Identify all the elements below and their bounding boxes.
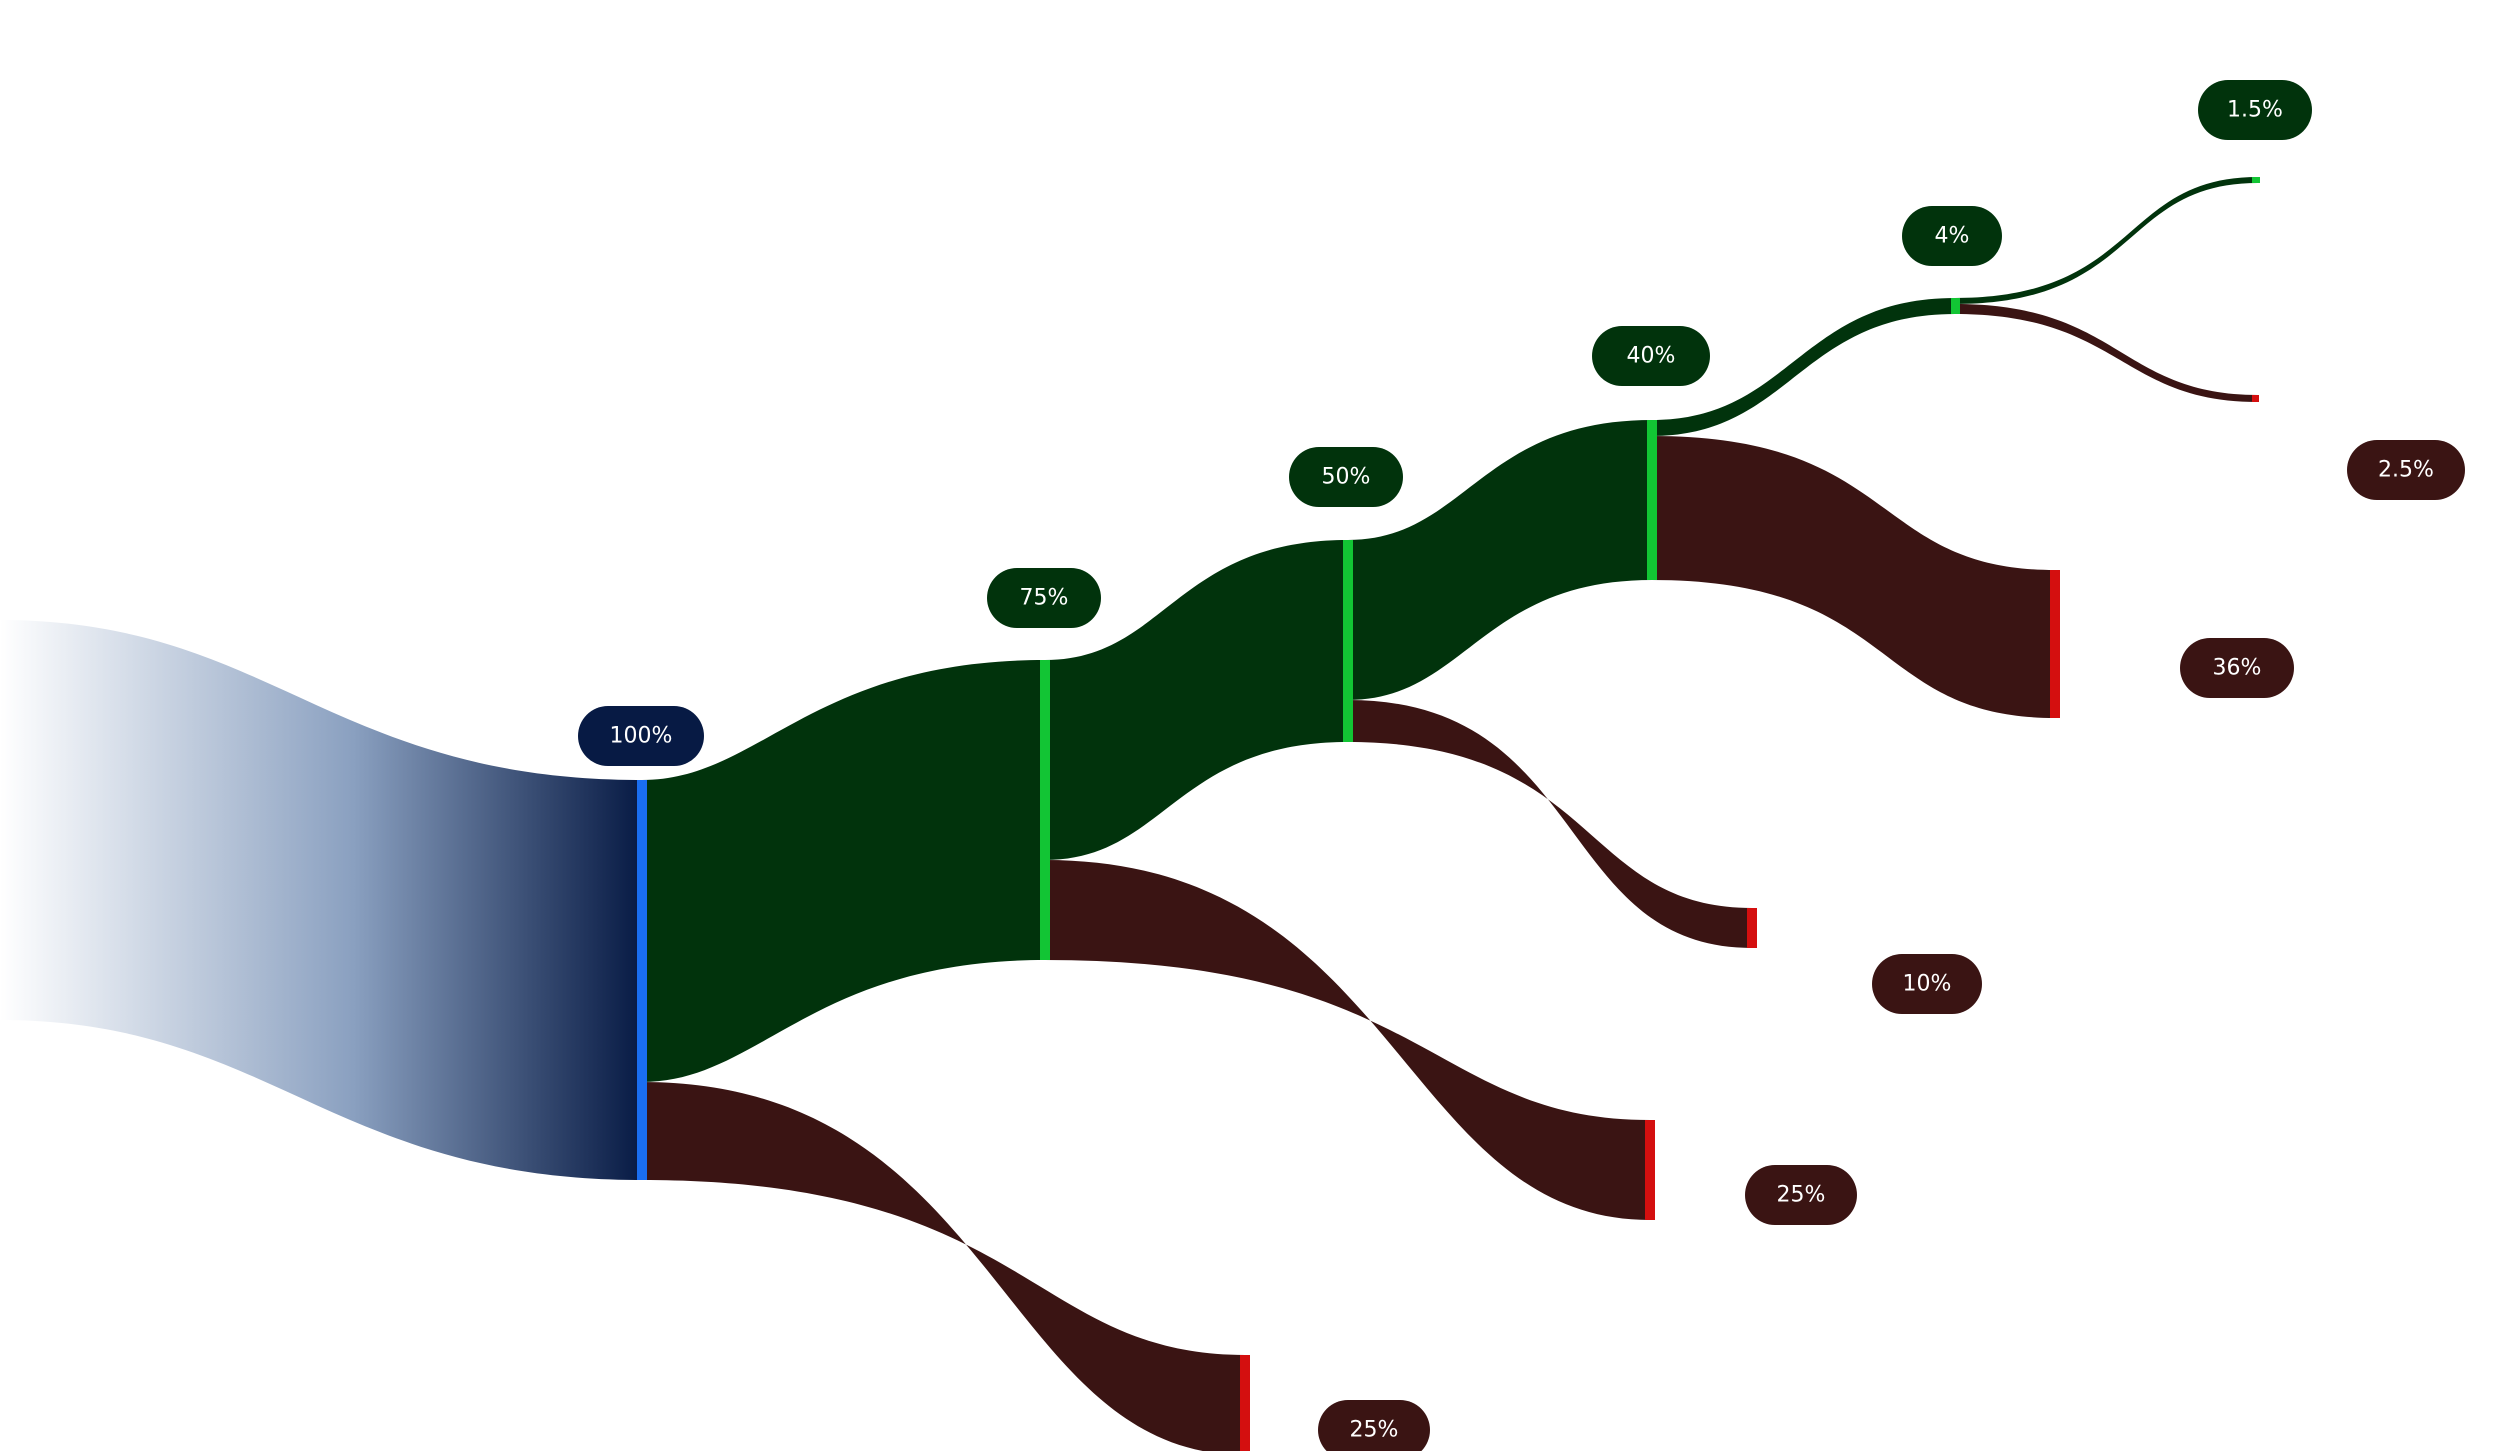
label-pill-50: 50% <box>1289 447 1403 507</box>
svg-text:10%: 10% <box>1903 972 1952 997</box>
pass-band-75-to-50 <box>1045 540 1348 860</box>
label-pill-4: 4% <box>1902 206 2002 266</box>
label-pill-1-5: 1.5% <box>2198 80 2312 140</box>
svg-text:36%: 36% <box>2213 656 2262 681</box>
node-bar-50 <box>1343 540 1353 742</box>
svg-text:1.5%: 1.5% <box>2227 98 2283 123</box>
svg-text:25%: 25% <box>1777 1183 1826 1208</box>
end-bar-drop-10 <box>1747 908 1757 948</box>
source-band <box>0 620 642 1180</box>
label-pill-drop-25b: 25% <box>1745 1165 1857 1225</box>
drop-band-75-to-25 <box>1045 860 1650 1220</box>
label-pill-drop-25a: 25% <box>1318 1400 1430 1451</box>
end-bar-drop-2-5 <box>2252 395 2259 402</box>
drop-band-4-to-2-5 <box>1955 304 2258 402</box>
drop-band-40-to-36 <box>1652 436 2055 718</box>
drop-band-100-to-25 <box>642 1082 1245 1451</box>
label-pill-drop-36: 36% <box>2180 638 2294 698</box>
label-pill-drop-2-5: 2.5% <box>2347 440 2465 500</box>
node-bar-40 <box>1647 420 1657 580</box>
node-bar-1-5 <box>2252 177 2260 183</box>
end-bar-drop-25b <box>1645 1120 1655 1220</box>
drop-band-50-to-10 <box>1348 700 1752 948</box>
node-bar-4 <box>1951 298 1960 314</box>
pass-band-100-to-75 <box>642 660 1045 1082</box>
svg-text:40%: 40% <box>1627 344 1676 369</box>
end-bar-drop-25a <box>1240 1355 1250 1451</box>
svg-text:4%: 4% <box>1935 224 1970 249</box>
svg-text:50%: 50% <box>1322 465 1371 490</box>
node-bar-75 <box>1040 660 1050 960</box>
pass-band-40-to-4 <box>1652 298 1955 436</box>
svg-text:75%: 75% <box>1020 586 1069 611</box>
label-pill-100: 100% <box>578 706 704 766</box>
end-bar-drop-36 <box>2050 570 2060 718</box>
pass-band-50-to-40 <box>1348 420 1652 700</box>
label-pill-drop-10: 10% <box>1872 954 1982 1014</box>
svg-text:25%: 25% <box>1350 1418 1399 1443</box>
svg-text:100%: 100% <box>610 724 673 749</box>
svg-text:2.5%: 2.5% <box>2378 458 2434 483</box>
label-pill-40: 40% <box>1592 326 1710 386</box>
label-pill-75: 75% <box>987 568 1101 628</box>
node-bar-100 <box>637 780 647 1180</box>
